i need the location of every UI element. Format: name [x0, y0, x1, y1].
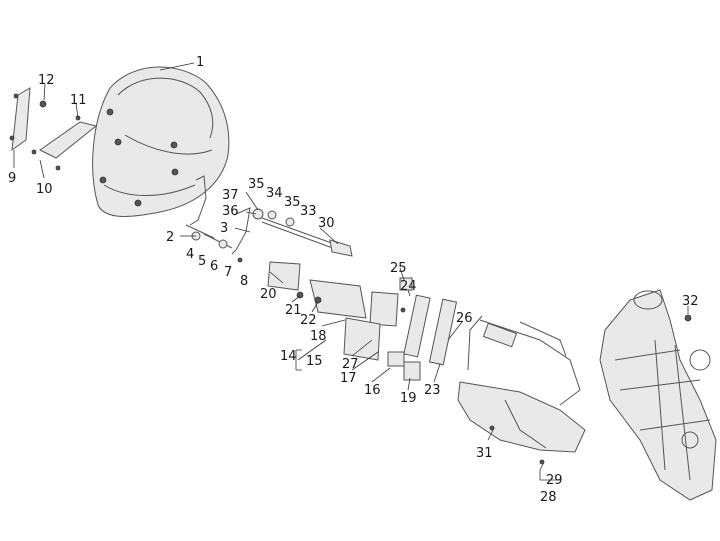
callout-35-left: 35 [248, 177, 265, 192]
callout-4: 4 [186, 247, 194, 262]
mounting-plate [267, 261, 399, 361]
callout-36: 36 [222, 204, 239, 219]
callout-30: 30 [318, 216, 335, 231]
callout-20: 20 [260, 287, 277, 302]
callout-27: 27 [342, 357, 359, 372]
callout-24: 24 [400, 279, 417, 294]
callout-17: 17 [340, 371, 357, 386]
callout-5: 5 [198, 254, 206, 269]
callout-28: 28 [540, 490, 557, 505]
callout-32: 32 [682, 294, 699, 309]
callout-1: 1 [196, 55, 204, 70]
callout-35-right: 35 [284, 195, 301, 210]
left-deflector-strip [9, 87, 31, 152]
callout-34: 34 [266, 186, 283, 201]
callout-23: 23 [424, 383, 441, 398]
headlight-support-frame [457, 315, 586, 465]
callout-11: 11 [70, 93, 87, 108]
callout-22: 22 [300, 313, 317, 328]
adjustment-rod [252, 208, 353, 257]
callout-3: 3 [220, 221, 228, 236]
callout-labels: 1 2 3 4 5 6 7 8 9 10 11 12 14 15 16 17 1… [8, 55, 699, 505]
callout-33: 33 [300, 204, 317, 219]
callout-29: 29 [546, 473, 563, 488]
adjuster-bracket [185, 175, 251, 263]
callout-25: 25 [390, 261, 407, 276]
callout-15: 15 [306, 354, 323, 369]
deflector-panel [31, 115, 98, 171]
chassis-frame [599, 289, 717, 501]
callout-26: 26 [456, 311, 473, 326]
callout-2: 2 [166, 230, 174, 245]
callout-14: 14 [280, 349, 297, 364]
callout-8: 8 [240, 274, 248, 289]
callout-19: 19 [400, 391, 417, 406]
callout-6: 6 [210, 259, 218, 274]
callout-37: 37 [222, 188, 239, 203]
callout-18: 18 [310, 329, 327, 344]
callout-31: 31 [476, 446, 493, 461]
leader-lines [13, 62, 689, 481]
screw-12 [39, 100, 47, 108]
callout-9: 9 [8, 171, 16, 186]
slider-pads [387, 277, 458, 381]
callout-16: 16 [364, 383, 381, 398]
callout-21: 21 [285, 303, 302, 318]
windshield [92, 66, 230, 217]
callout-12: 12 [38, 73, 55, 88]
callout-10: 10 [36, 182, 53, 197]
callout-7: 7 [224, 265, 232, 280]
